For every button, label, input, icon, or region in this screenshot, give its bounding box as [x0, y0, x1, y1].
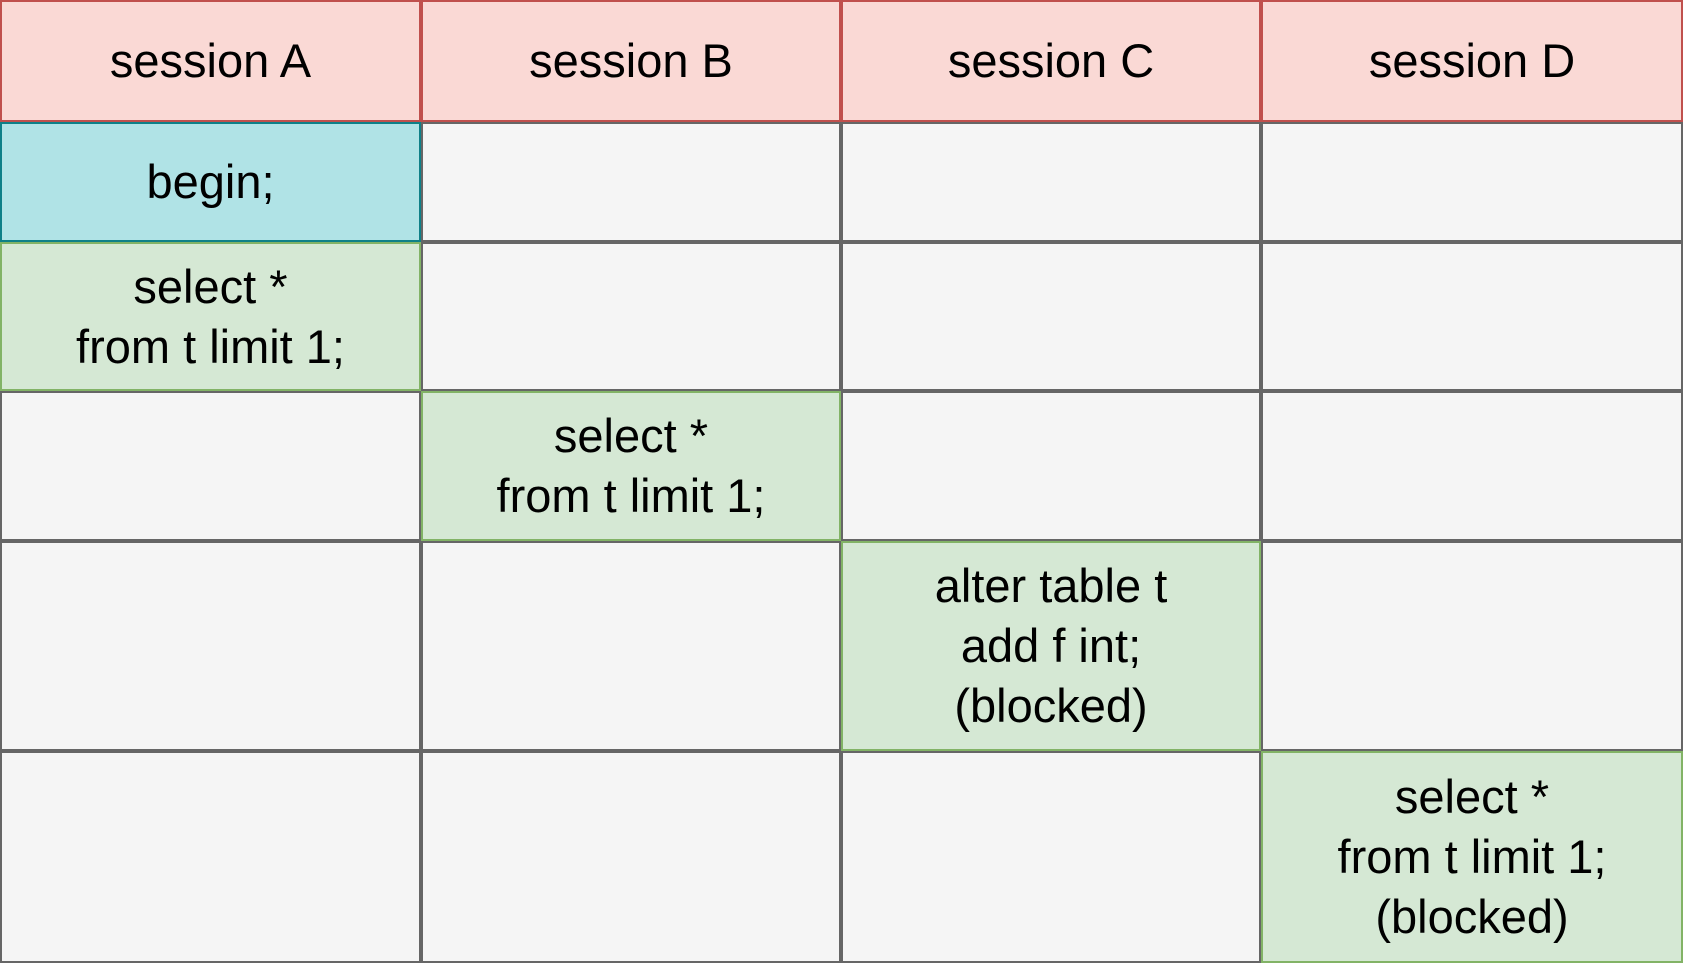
empty-cell-session-c-step-5 — [841, 751, 1261, 963]
empty-cell-session-a-step-5 — [0, 751, 421, 963]
header-session-a: session A — [0, 0, 421, 122]
empty-cell-session-a-step-3 — [0, 391, 421, 541]
empty-cell-session-c-step-3 — [841, 391, 1261, 541]
statement-session-c-step-4: alter table t add f int; (blocked) — [841, 541, 1261, 751]
empty-cell-session-d-step-2 — [1261, 242, 1683, 391]
statement-session-a-step-2: select * from t limit 1; — [0, 242, 421, 391]
empty-cell-session-d-step-4 — [1261, 541, 1683, 751]
empty-cell-session-c-step-1 — [841, 122, 1261, 242]
statement-session-a-step-1: begin; — [0, 122, 421, 242]
empty-cell-session-b-step-2 — [421, 242, 841, 391]
header-session-c: session C — [841, 0, 1261, 122]
empty-cell-session-b-step-4 — [421, 541, 841, 751]
statement-session-d-step-5: select * from t limit 1; (blocked) — [1261, 751, 1683, 963]
header-session-d: session D — [1261, 0, 1683, 122]
empty-cell-session-d-step-1 — [1261, 122, 1683, 242]
statement-session-b-step-3: select * from t limit 1; — [421, 391, 841, 541]
empty-cell-session-b-step-1 — [421, 122, 841, 242]
empty-cell-session-c-step-2 — [841, 242, 1261, 391]
empty-cell-session-d-step-3 — [1261, 391, 1683, 541]
empty-cell-session-a-step-4 — [0, 541, 421, 751]
header-session-b: session B — [421, 0, 841, 122]
empty-cell-session-b-step-5 — [421, 751, 841, 963]
